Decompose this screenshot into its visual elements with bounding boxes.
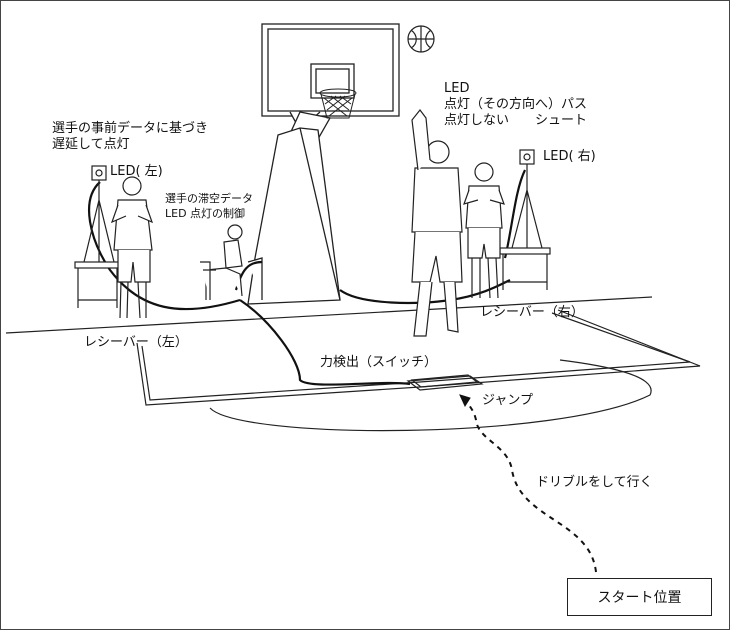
court-lane-inner [141, 312, 691, 401]
seated-operator [200, 224, 243, 300]
basket-net [319, 88, 357, 119]
led-unlit-shoot-label: 点灯しない シュート [444, 113, 588, 128]
right-receiver-person [463, 162, 505, 299]
start-position-box: スタート位置 [567, 578, 712, 616]
force-switch-plate [406, 375, 484, 391]
court-baseline [5, 296, 653, 334]
left-receiver-person [110, 176, 154, 319]
led-right-label: LED( 右) [543, 149, 596, 164]
jump-arrow-head [459, 394, 471, 408]
dribble-label: ドリブルをして行く [536, 475, 653, 490]
led-top-label: LED [444, 81, 470, 96]
led-left-label: LED( 左) [110, 164, 163, 179]
receiver-right-label: レシーバー（右） [480, 305, 584, 320]
start-position-label: スタート位置 [597, 590, 682, 606]
force-sensor-label: 力検出（スイッチ） [320, 355, 438, 370]
jumping-shooter [411, 109, 463, 337]
led-delay-label-line1: 選手の事前データに基づき [52, 121, 209, 136]
receiver-left-label: レシーバー（左） [84, 335, 188, 350]
left-receiver-stand [74, 165, 121, 308]
dribble-path [463, 398, 597, 573]
basketball [407, 25, 435, 53]
led-lit-pass-label: 点灯（その方向へ）パス [444, 97, 588, 112]
led-delay-label-line2: 遅延して点灯 [52, 137, 130, 152]
hoop-stand [247, 23, 400, 305]
jump-label: ジャンプ [482, 393, 533, 408]
control-label-line2: LED 点灯の制御 [165, 207, 246, 220]
court-lane-outer [136, 309, 701, 406]
center-circle [209, 359, 652, 432]
control-label-line1: 選手の滞空データ [165, 192, 253, 205]
